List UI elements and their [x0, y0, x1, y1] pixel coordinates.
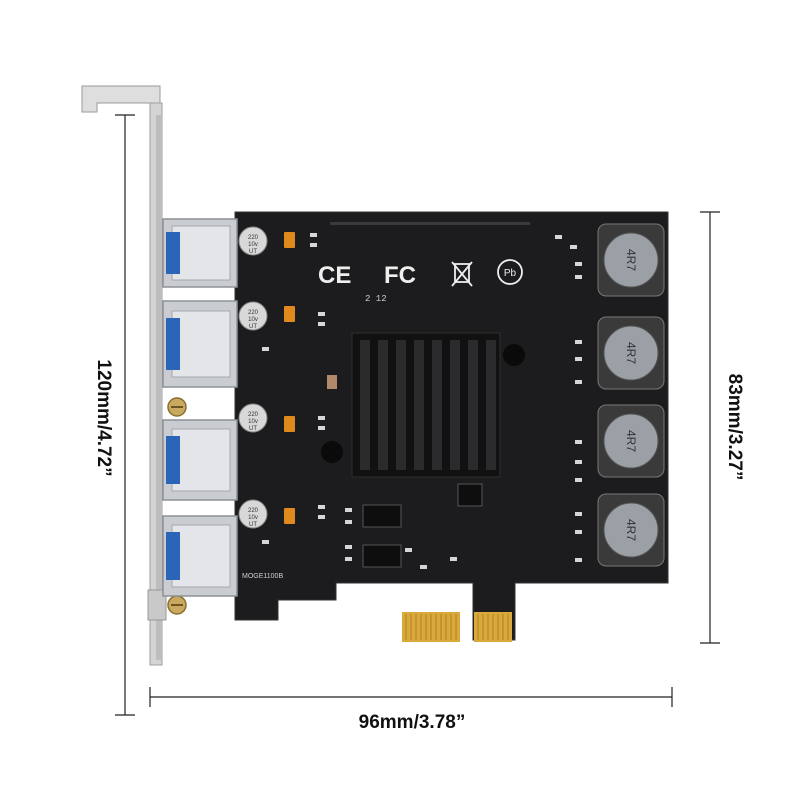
svg-text:10v: 10v	[248, 515, 258, 521]
height-dimension-label: 120mm/4.72”	[93, 359, 114, 477]
inductor: 4R7	[597, 404, 665, 478]
width-dimension-label: 96mm/3.78”	[358, 712, 466, 733]
svg-text:220: 220	[248, 508, 259, 514]
board-height-dimension-label: 83mm/3.27”	[724, 373, 745, 481]
svg-text:UT: UT	[249, 426, 257, 432]
capacitors: 220 10v UT 220 10v UT 220 10v UT 220 10v…	[238, 226, 268, 529]
fc-logo-icon: FC	[384, 262, 416, 289]
ic-chips	[362, 483, 483, 568]
ce-logo-icon: CE	[318, 262, 351, 289]
svg-text:4R7: 4R7	[624, 430, 638, 452]
svg-text:220: 220	[248, 412, 259, 418]
inductor: 4R7	[597, 493, 665, 567]
dimension-lines	[115, 114, 720, 716]
inductor: 4R7	[597, 223, 665, 297]
model-label: MOGE1100B	[242, 573, 283, 580]
svg-text:UT: UT	[249, 249, 257, 255]
svg-text:Pb: Pb	[504, 268, 517, 279]
fuses	[284, 232, 295, 524]
svg-text:220: 220	[248, 235, 259, 241]
heatsink	[321, 332, 525, 478]
inductor: 4R7	[597, 316, 665, 390]
svg-text:4R7: 4R7	[624, 519, 638, 541]
smd-components	[262, 233, 582, 569]
metal-bracket	[81, 85, 187, 666]
pcie-gold-contacts	[402, 612, 512, 642]
rohs-logo-icon: Pb	[497, 259, 523, 285]
svg-text:10v: 10v	[248, 317, 258, 323]
svg-text:10v: 10v	[248, 419, 258, 425]
svg-text:UT: UT	[249, 522, 257, 528]
crystal-oscillator	[327, 375, 337, 389]
svg-text:220: 220	[248, 310, 259, 316]
usb-port	[162, 218, 238, 288]
usb-port	[162, 515, 238, 597]
usb-port	[162, 300, 238, 388]
svg-text:UT: UT	[249, 324, 257, 330]
svg-text:4R7: 4R7	[624, 342, 638, 364]
usb-port	[162, 419, 238, 501]
usb-ports	[162, 218, 238, 597]
svg-text:10v: 10v	[248, 242, 258, 248]
date-code: 2 12	[365, 294, 387, 304]
svg-text:4R7: 4R7	[624, 249, 638, 271]
certification-logos: CE FC Pb	[318, 259, 523, 289]
weee-bin-icon	[451, 261, 473, 287]
inductors: 4R7 4R7 4R7 4R7	[597, 223, 665, 567]
